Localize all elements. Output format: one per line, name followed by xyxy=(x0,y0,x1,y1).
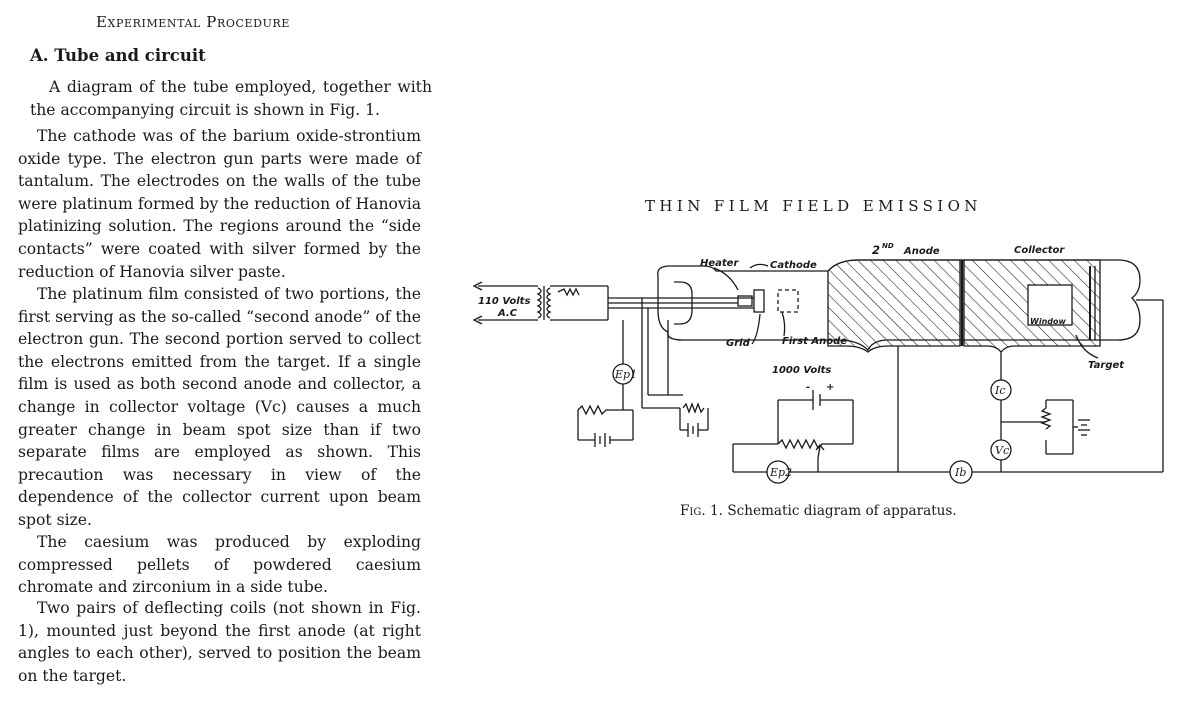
paragraph-3: The platinum film consisted of two porti… xyxy=(18,285,421,529)
paragraph-1: A diagram of the tube employed, together… xyxy=(30,78,432,119)
label-first-anode: First Anode xyxy=(782,336,847,347)
resistor-3 xyxy=(1040,407,1052,430)
section-heading: Experimental Procedure xyxy=(96,13,290,31)
subsection-title: A. Tube and circuit xyxy=(30,46,206,65)
label-collector: Collector xyxy=(1014,245,1065,256)
transformer-secondary xyxy=(546,287,552,319)
second-anode-film xyxy=(827,259,961,353)
window-box xyxy=(1027,284,1073,326)
label-second-anode-word: Anode xyxy=(903,246,940,257)
label-supply-ac: A.C xyxy=(497,308,518,319)
caption-label: Fig. 1. xyxy=(680,503,723,519)
heater-element xyxy=(737,295,753,307)
meter-ep2 xyxy=(766,460,790,484)
paragraph-2: The cathode was of the barium oxide-stro… xyxy=(18,127,421,281)
grid-cup xyxy=(753,289,765,313)
first-anode-cyl xyxy=(777,289,799,313)
resistor-2 xyxy=(682,402,705,414)
label-second-anode-num: 2 xyxy=(872,243,880,257)
label-grid: Grid xyxy=(726,338,751,349)
label-meter-ic: Ic xyxy=(994,384,1006,397)
label-meter-ep1: Ep1 xyxy=(614,368,637,381)
label-second-anode-sup: ND xyxy=(882,242,894,250)
cathode-sleeve xyxy=(674,281,693,325)
figure-caption: Fig. 1. Schematic diagram of apparatus. xyxy=(680,503,957,519)
label-meter-ib: Ib xyxy=(954,466,966,479)
apparatus-schematic: 110 Volts A.C Heater Cathode Grid First … xyxy=(468,240,1168,500)
label-meter-vc: Vc xyxy=(995,444,1009,457)
label-window: Window xyxy=(1030,317,1066,326)
diagram-labels: 110 Volts A.C Heater Cathode Grid First … xyxy=(478,242,1125,479)
transformer-primary xyxy=(536,287,542,319)
schematic-svg: 110 Volts A.C Heater Cathode Grid First … xyxy=(472,242,1164,484)
potentiometer xyxy=(777,438,853,450)
label-plus: + xyxy=(826,382,834,393)
label-cathode: Cathode xyxy=(770,260,817,271)
label-supply-volts: 110 Volts xyxy=(478,296,530,307)
caption-text: Schematic diagram of apparatus. xyxy=(727,503,957,519)
paragraph-5: Two pairs of deflecting coils (not shown… xyxy=(18,599,421,685)
label-battery-volts: 1000 Volts xyxy=(772,365,831,376)
label-meter-ep2: Ep2 xyxy=(769,466,792,479)
label-target: Target xyxy=(1088,360,1125,371)
label-heater: Heater xyxy=(700,258,739,269)
tube-envelope xyxy=(657,259,1141,352)
meter-ib xyxy=(949,460,973,484)
running-title: THIN FILM FIELD EMISSION xyxy=(645,197,982,215)
label-minus: - xyxy=(806,382,810,393)
paragraph-4: The caesium was produced by exploding co… xyxy=(18,533,421,597)
resistor-1 xyxy=(577,404,633,416)
